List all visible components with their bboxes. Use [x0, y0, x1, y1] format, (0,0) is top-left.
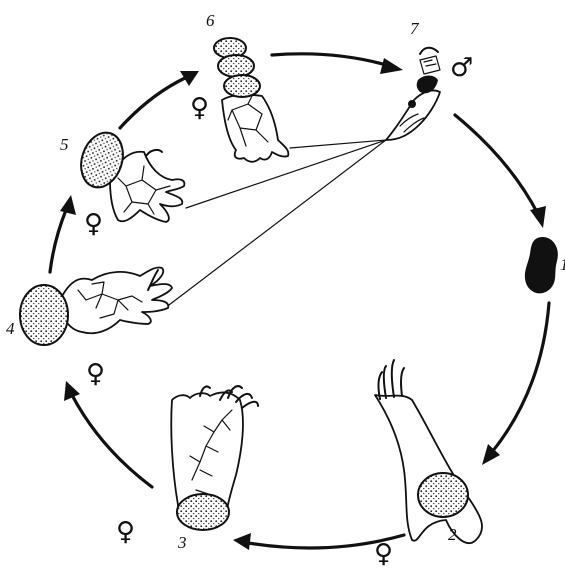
stage-label-3: 3 — [177, 533, 187, 552]
stage-6-female — [214, 38, 288, 162]
stage-2-body — [418, 473, 468, 517]
female-symbol-3: ♀ — [116, 517, 135, 547]
arrow-7-to-1 — [455, 115, 546, 228]
stage-label-7: 7 — [410, 19, 420, 38]
stage-label-5: 5 — [60, 135, 69, 154]
stage-4-female — [20, 267, 172, 345]
arrow-4-to-5 — [50, 195, 76, 272]
stage-label-2: 2 — [448, 525, 457, 544]
arrow-5-to-6 — [120, 71, 199, 128]
connector-line-4 — [165, 140, 386, 308]
stage-1-egg — [526, 238, 557, 293]
stage-3-body — [177, 494, 229, 530]
egg-shape — [526, 238, 557, 293]
stage-7-male — [386, 48, 440, 140]
male-symbol-7: ♂ — [450, 53, 473, 83]
stage-3-female — [171, 386, 258, 530]
stage-label-6: 6 — [206, 11, 215, 30]
female-symbol-5: ♀ — [84, 209, 103, 239]
stage-label-1: 1 — [560, 255, 565, 274]
male-connector-lines — [165, 140, 386, 308]
stage-label-4: 4 — [6, 319, 15, 338]
stage-5-female — [74, 127, 184, 222]
arrow-1-to-2 — [482, 303, 549, 465]
arrow-6-to-7 — [272, 54, 403, 74]
female-symbol-6: ♀ — [190, 93, 209, 123]
connector-line-6 — [290, 140, 386, 148]
stage-4-body — [20, 285, 68, 345]
stage-6-segment-bot — [224, 75, 260, 97]
arrow-3-to-4 — [64, 381, 152, 487]
female-symbol-2: ♀ — [374, 539, 393, 569]
stage-2-larva — [375, 360, 482, 543]
stage-6-segment-mid — [218, 55, 254, 77]
female-symbol-4: ♀ — [86, 359, 105, 389]
